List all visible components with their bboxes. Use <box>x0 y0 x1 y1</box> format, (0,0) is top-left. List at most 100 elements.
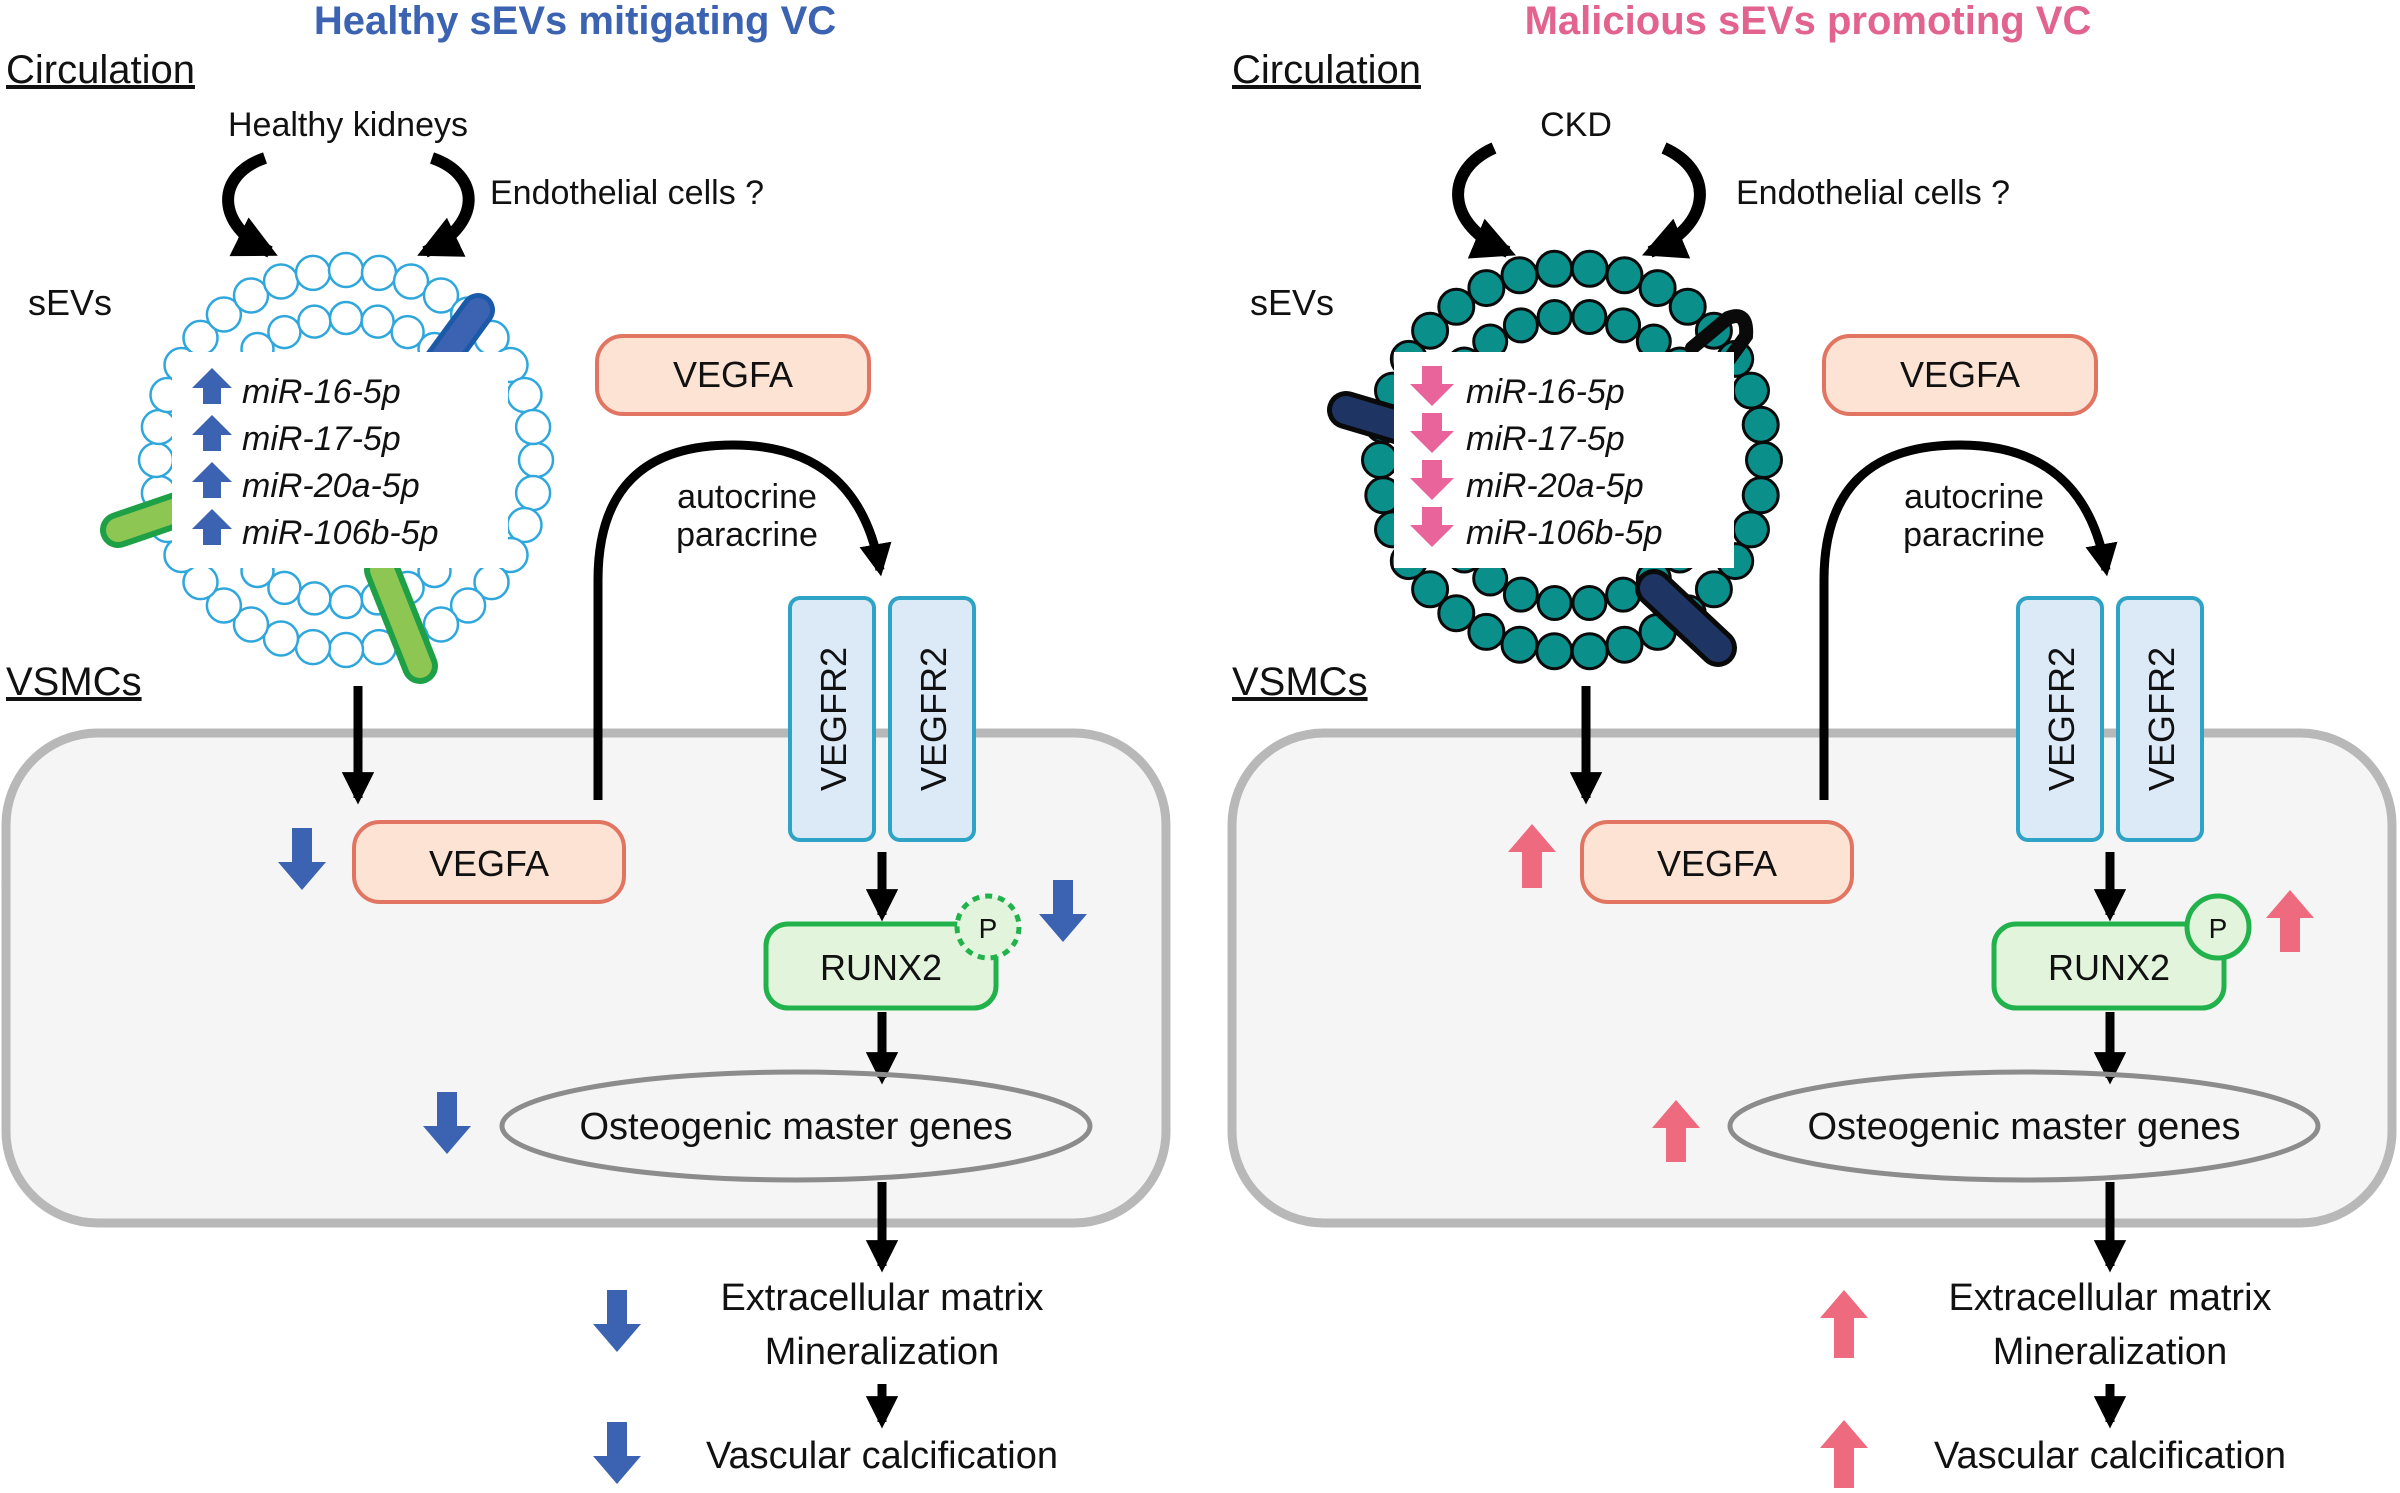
down-arrow-icon <box>423 1092 471 1154</box>
lipid-bead <box>1467 269 1506 308</box>
mirna-list: miR-16-5p miR-17-5p miR-20a-5p miR-106b-… <box>192 368 439 552</box>
mirna-item: miR-17-5p <box>192 415 401 458</box>
lipid-bead <box>140 408 178 446</box>
lipid-bead <box>1467 612 1506 651</box>
lipid-bead <box>1741 405 1780 444</box>
endothelial-curved-arrow <box>417 152 475 258</box>
up-arrow-icon <box>192 415 232 451</box>
lipid-bead <box>1571 585 1608 621</box>
lipid-bead <box>1638 269 1677 308</box>
lipid-bead <box>514 474 552 512</box>
lipid-bead <box>1437 594 1476 633</box>
lipid-bead <box>1570 249 1609 288</box>
membrane-protein-black <box>1685 309 1754 379</box>
ecm-label: Extracellular matrix <box>720 1277 1043 1319</box>
vegfa-extracellular <box>1822 334 2098 416</box>
source-label: CKD <box>1540 106 1612 144</box>
mirna-item: miR-106b-5p <box>1410 507 1663 552</box>
paracrine-label: paracrine <box>1903 516 2045 554</box>
endothelial-label: Endothelial cells ? <box>1736 174 2010 212</box>
malicious-panel-title: Malicious sEVs promoting VC <box>1525 0 2092 43</box>
down-arrow-icon <box>278 828 326 890</box>
mirna-label: miR-20a-5p <box>1466 467 1644 505</box>
up-arrow-icon <box>192 509 232 545</box>
lipid-bead <box>1411 311 1450 350</box>
autocrine-label: autocrine <box>1904 478 2044 516</box>
vegfr2-label: VEGFR2 <box>2041 647 2082 791</box>
mirna-box <box>1394 352 1734 568</box>
paracrine-label: paracrine <box>676 516 818 554</box>
lipid-bead <box>1605 576 1642 613</box>
lipid-bead <box>297 581 332 616</box>
lipid-bead <box>205 296 243 333</box>
runx2-label: RUNX2 <box>2048 947 2170 988</box>
mirna-item: miR-16-5p <box>1410 366 1625 411</box>
circulation-label: Circulation <box>1232 48 1421 92</box>
source-label: Healthy kidneys <box>228 106 468 144</box>
lipid-bead <box>1732 371 1770 410</box>
down-arrow-icon <box>1410 413 1454 453</box>
lipid-bead <box>327 251 365 289</box>
vegfr2-receptor <box>2116 596 2204 842</box>
vegfr2-label: VEGFR2 <box>2141 647 2182 791</box>
lipid-bead <box>1411 570 1450 609</box>
mirna-label: miR-17-5p <box>242 420 401 458</box>
phospho-label: P <box>2209 913 2228 944</box>
lipid-bead <box>137 441 175 479</box>
lipid-bead <box>205 587 243 624</box>
mirna-label: miR-16-5p <box>242 373 401 411</box>
lipid-bead <box>1570 632 1609 671</box>
phospho-site <box>2184 893 2252 961</box>
autocrine-label: autocrine <box>677 478 817 516</box>
mirna-item: miR-17-5p <box>1410 413 1625 458</box>
down-arrow-icon <box>1410 366 1454 406</box>
lipid-bead <box>506 376 543 414</box>
up-arrow-icon <box>192 462 232 498</box>
lipid-bead <box>1741 476 1780 515</box>
lipid-bead <box>1668 287 1707 326</box>
lipid-bead <box>1500 625 1539 664</box>
lipid-bead <box>360 254 398 292</box>
vegfa-intracellular <box>1580 820 1854 904</box>
ckd-curved-arrow <box>1452 142 1516 259</box>
up-arrow-icon <box>2266 890 2314 952</box>
up-arrow-icon <box>1820 1290 1868 1358</box>
down-arrow-icon <box>593 1422 641 1484</box>
osteogenic-label: Osteogenic master genes <box>579 1106 1012 1148</box>
lipid-bead <box>328 300 364 336</box>
down-arrow-icon <box>593 1290 641 1352</box>
lipid-bead <box>232 277 270 314</box>
lipid-bead <box>328 584 364 620</box>
endothelial-curved-arrow <box>1642 142 1706 259</box>
runx2-label: RUNX2 <box>820 947 942 988</box>
lipid-bead <box>1502 307 1539 344</box>
lipid-bead <box>297 304 332 339</box>
lipid-bead <box>1536 299 1573 335</box>
mirna-label: miR-17-5p <box>1466 420 1625 458</box>
osteogenic-genes-ellipse <box>499 1069 1093 1183</box>
endothelial-label: Endothelial cells ? <box>490 174 764 212</box>
lipid-bead <box>1745 441 1783 479</box>
lipid-bead <box>1605 256 1644 295</box>
vegfa-intracellular <box>352 820 626 904</box>
vegfr2-receptor <box>888 596 976 842</box>
lipid-bead <box>262 620 300 657</box>
lipid-bead <box>1732 510 1770 549</box>
lipid-bead <box>267 570 302 606</box>
down-arrow-icon <box>1410 507 1454 547</box>
lipid-bead <box>232 606 270 643</box>
mineralization-label: Mineralization <box>765 1331 999 1373</box>
mirna-list: miR-16-5p miR-17-5p miR-20a-5p miR-106b-… <box>1410 366 1663 552</box>
lipid-bead <box>267 314 302 350</box>
vegfa-intracellular-label: VEGFA <box>1657 843 1777 884</box>
mirna-label: miR-106b-5p <box>1466 514 1663 552</box>
malicious-sev-vesicle <box>1327 249 1783 671</box>
circulation-label: Circulation <box>6 48 195 92</box>
lipid-bead <box>517 441 555 479</box>
down-arrow-icon <box>1039 880 1087 942</box>
lipid-bead <box>1535 249 1574 288</box>
vegfa-extracellular-label: VEGFA <box>1900 354 2020 395</box>
ecm-label: Extracellular matrix <box>1948 1277 2271 1319</box>
lipid-bead <box>449 587 487 624</box>
